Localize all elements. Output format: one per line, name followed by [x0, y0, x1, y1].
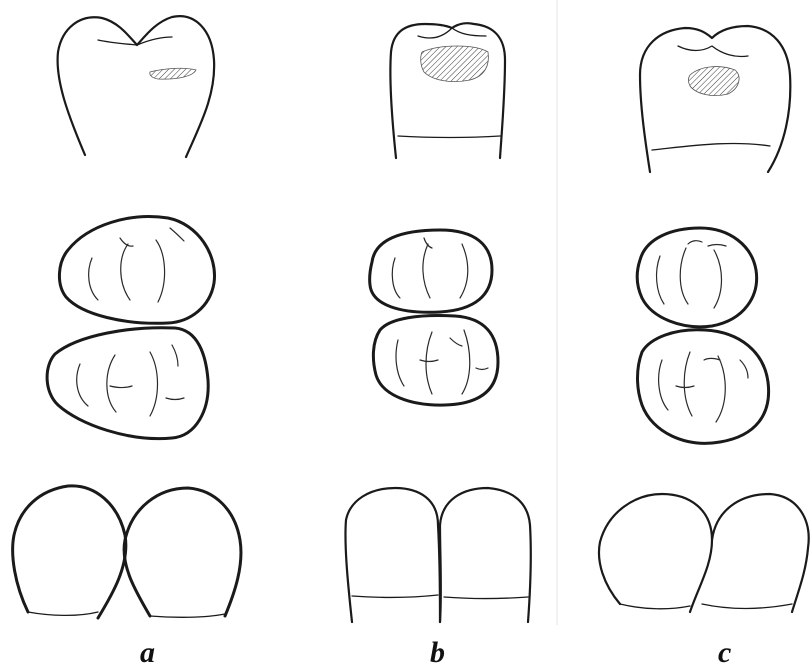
tooth-c-occlusal-upper	[637, 228, 756, 327]
column-a	[13, 16, 241, 618]
column-b	[345, 23, 530, 622]
tooth-a-buccal-pair	[13, 486, 241, 618]
contact-area-c	[689, 67, 740, 96]
contact-area-a	[150, 68, 196, 79]
label-a: a	[140, 636, 155, 665]
tooth-a-proximal-view	[58, 16, 215, 157]
tooth-c-proximal-view	[640, 26, 790, 172]
tooth-b-buccal-pair	[345, 488, 530, 622]
tooth-c-buccal-pair	[599, 494, 809, 612]
tooth-b-occlusal-upper	[370, 230, 492, 312]
tooth-c-occlusal-lower	[638, 330, 769, 444]
tooth-a-occlusal-upper	[59, 217, 214, 324]
tooth-b-proximal-view	[390, 23, 505, 158]
column-c	[599, 26, 809, 612]
tooth-b-occlusal-lower	[373, 316, 498, 406]
label-b: b	[430, 636, 445, 665]
tooth-a-occlusal-lower	[47, 328, 208, 439]
contact-area-b	[421, 46, 489, 82]
label-c: c	[718, 636, 731, 665]
